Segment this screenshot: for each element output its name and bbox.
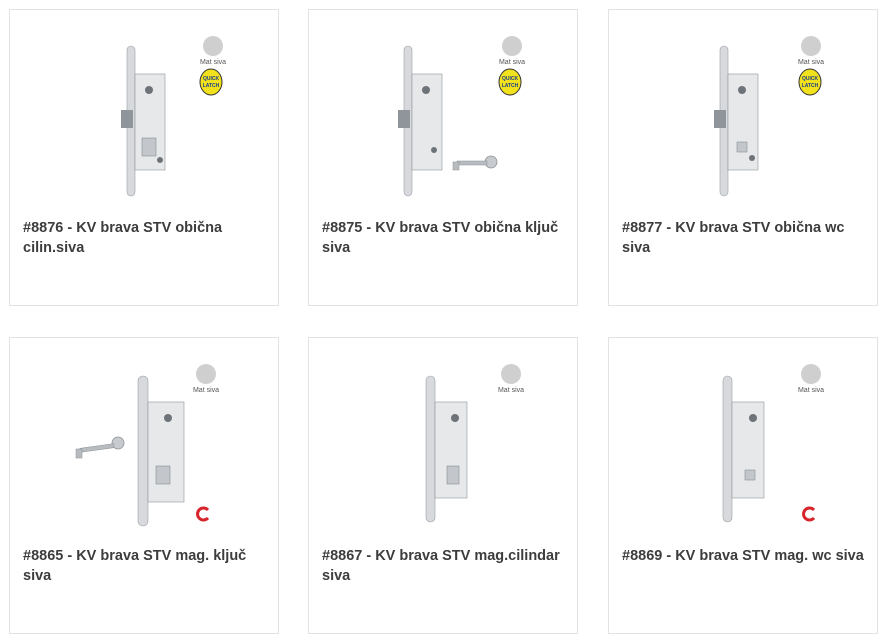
color-swatch — [203, 36, 223, 56]
quick-latch-badge-text-bottom: LATCH — [203, 83, 220, 89]
finish-label: Mat siva — [499, 59, 525, 66]
product-card[interactable]: Mat siva QUICK LATCH #8876 - KV brava ST… — [9, 9, 279, 306]
product-image[interactable]: Mat siva QUICK LATCH — [10, 10, 278, 210]
finish-label: Mat siva — [798, 387, 824, 394]
color-swatch — [801, 36, 821, 56]
quick-latch-badge: QUICK LATCH — [798, 68, 822, 96]
color-swatch — [501, 364, 521, 384]
magnet-logo — [802, 506, 816, 522]
product-title[interactable]: #8875 - KV brava STV obična ključ siva — [322, 220, 559, 256]
product-card[interactable]: Mat siva QUICK LATCH #8875 - KV brava ST… — [308, 9, 578, 306]
product-image[interactable]: Mat siva QUICK LATCH — [309, 10, 577, 210]
product-title[interactable]: #8877 - KV brava STV obična wc siva — [622, 220, 845, 256]
quick-latch-badge-text-top: QUICK — [802, 76, 819, 82]
quick-latch-badge-text-top: QUICK — [203, 76, 220, 82]
product-card[interactable]: Mat siva #8867 - KV brava STV mag.cilind… — [308, 337, 578, 634]
product-card[interactable]: Mat siva QUICK LATCH #8877 - KV brava ST… — [608, 9, 878, 306]
product-image[interactable]: Mat siva — [10, 338, 278, 538]
product-title[interactable]: #8867 - KV brava STV mag.cilindar siva — [322, 548, 560, 584]
color-swatch — [502, 36, 522, 56]
color-swatch — [196, 364, 216, 384]
product-image[interactable]: Mat siva — [609, 338, 877, 538]
key-icon — [452, 155, 498, 171]
quick-latch-badge-text-bottom: LATCH — [502, 83, 519, 89]
quick-latch-badge-text-bottom: LATCH — [802, 83, 819, 89]
quick-latch-badge: QUICK LATCH — [498, 68, 522, 96]
product-image[interactable]: Mat siva QUICK LATCH — [609, 10, 877, 210]
quick-latch-badge: QUICK LATCH — [199, 68, 223, 96]
product-title[interactable]: #8869 - KV brava STV mag. wc siva — [622, 548, 864, 564]
magnet-logo — [196, 506, 210, 522]
finish-label: Mat siva — [798, 59, 824, 66]
color-swatch — [801, 364, 821, 384]
product-card[interactable]: Mat siva #8865 - KV brava STV mag. ključ… — [9, 337, 279, 634]
finish-label: Mat siva — [498, 387, 524, 394]
product-image[interactable]: Mat siva — [309, 338, 577, 538]
product-title[interactable]: #8876 - KV brava STV obična cilin.siva — [23, 220, 223, 256]
key-icon — [75, 436, 125, 459]
quick-latch-badge-text-top: QUICK — [502, 76, 519, 82]
finish-label: Mat siva — [200, 59, 226, 66]
product-title[interactable]: #8865 - KV brava STV mag. ključ siva — [23, 548, 247, 584]
finish-label: Mat siva — [193, 387, 219, 394]
product-card[interactable]: Mat siva #8869 - KV brava STV mag. wc si… — [608, 337, 878, 634]
